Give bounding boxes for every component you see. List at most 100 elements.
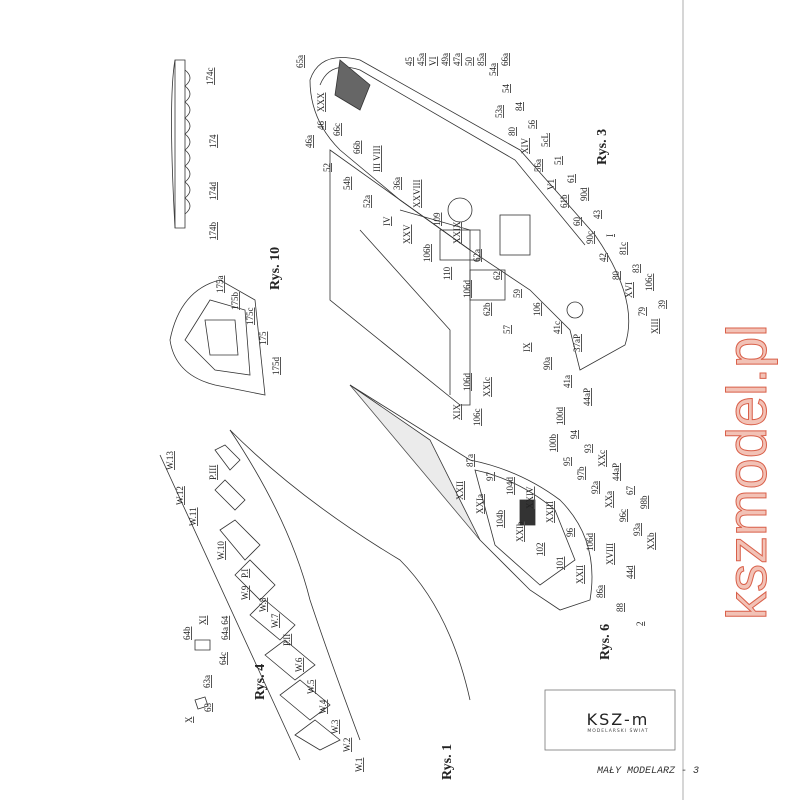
rys4-part-label: 63 bbox=[203, 703, 213, 712]
rys3-part-label: 57 bbox=[502, 325, 512, 334]
ksz-logo: KSZ-m MODELARSKI ŚWIAT bbox=[568, 710, 668, 734]
rys3-part-label: 90d bbox=[578, 187, 589, 202]
rys3-part-label: 52 bbox=[322, 163, 332, 172]
rys4-part-label: 63a bbox=[202, 675, 212, 688]
rys3-part-label: 51 bbox=[552, 156, 563, 165]
rys6-part-label: 104d bbox=[505, 477, 515, 495]
rys3-part-label: XVI bbox=[624, 282, 634, 298]
rys3-part-label: 106c bbox=[643, 273, 654, 292]
page-footer: MAŁY MODELARZ - 3 bbox=[597, 766, 700, 777]
rys6-part-label: XXb bbox=[646, 532, 656, 551]
rys6-bow bbox=[349, 384, 593, 611]
rys6-part-label: 100b bbox=[548, 434, 558, 452]
rys3-part-label: 46 bbox=[316, 121, 326, 130]
rys6-part-label: 92a bbox=[590, 481, 600, 494]
logo-name: KSZ-m bbox=[586, 710, 650, 729]
rys3-part-label: III VIII bbox=[372, 145, 382, 172]
rys3-part-label: 106b bbox=[422, 244, 432, 262]
rys3-part-label: 60 bbox=[572, 217, 582, 226]
rys6-part-label: 106d bbox=[462, 373, 472, 391]
rys10-part-label: 175a bbox=[215, 275, 225, 294]
figure-title-rys4: Rys. 4 bbox=[253, 663, 268, 700]
rys3-part-label: 36a bbox=[392, 177, 402, 190]
rys3-part-label: 106 bbox=[532, 302, 542, 317]
rys3-part-label: 54 bbox=[500, 84, 511, 93]
rys6-part-label: 98b bbox=[639, 495, 649, 510]
rys10-part-label: 175d bbox=[271, 357, 281, 375]
rys3-part-label: 62 bbox=[492, 271, 502, 280]
rys10-part-label: 174d bbox=[208, 182, 218, 200]
rys6-part-label: 106c bbox=[472, 408, 482, 427]
rys3-part-label: 37aP bbox=[572, 334, 582, 352]
rys6-part-label: 102 bbox=[535, 542, 545, 557]
logo-tagline: MODELARSKI ŚWIAT bbox=[587, 729, 649, 734]
rys3-part-label: 59 bbox=[512, 289, 522, 298]
rys3-part-label: 54b bbox=[342, 176, 352, 191]
rys4-part-label: W.10 bbox=[216, 541, 226, 560]
rys3-part-label: 90c bbox=[585, 231, 595, 244]
rys6-part-label: XXIc bbox=[482, 377, 492, 397]
rys4-part-label: W.6 bbox=[294, 657, 304, 672]
rys3-part-label: VI bbox=[428, 56, 438, 67]
rys3-part-label: IV bbox=[382, 216, 392, 227]
rys10-part-label: 175b bbox=[230, 292, 240, 310]
rys3-part-label: 52a bbox=[362, 195, 372, 208]
rys3-part-label: 109 bbox=[432, 212, 442, 227]
rys3-part-label: 41c bbox=[552, 321, 562, 334]
rys6-part-label: XVIII bbox=[605, 543, 615, 565]
rys3-part-label: 44aP bbox=[582, 388, 592, 406]
rys4-part-label: 64b bbox=[182, 626, 192, 641]
rys3-part-label: 84 bbox=[513, 102, 524, 111]
rys3-part-label: 80 bbox=[507, 127, 517, 136]
rys3-part-label: 83 bbox=[630, 264, 641, 273]
watermark: kszmodel.pl bbox=[715, 324, 779, 621]
rys6-part-label: XXa bbox=[604, 491, 614, 508]
rys3-part-label: 5cL bbox=[539, 133, 550, 147]
rys6-part-label: 97 bbox=[485, 472, 495, 481]
rys3-part-label: XIII bbox=[650, 318, 660, 335]
rys3-part-label: 65a bbox=[295, 55, 305, 68]
small-parts bbox=[194, 639, 211, 710]
rys4-part-label: P.I bbox=[240, 568, 250, 578]
rys4-part-label: W.3 bbox=[330, 719, 340, 734]
rys4-part-label: W.13 bbox=[165, 451, 175, 470]
rys3-part-label: 61b bbox=[559, 194, 569, 209]
rys3-part-label: 85a bbox=[476, 53, 486, 66]
figure-title-rys3: Rys. 3 bbox=[595, 128, 610, 165]
rys4-part-label: W.1 bbox=[354, 757, 364, 772]
rys10-part-label: 175 bbox=[258, 331, 268, 346]
rys3-part-label: 54a bbox=[488, 63, 498, 76]
rys6-part-label: 94 bbox=[569, 430, 579, 439]
rys3-part-label: XXIX bbox=[452, 221, 462, 245]
rys3-part-label: 56 bbox=[526, 120, 537, 129]
rys6-part-label: XXII bbox=[575, 565, 585, 584]
rys3-part-label: 43 bbox=[591, 210, 602, 219]
rys3-part-label: 46a bbox=[304, 135, 314, 148]
rys3-part-label: 66b bbox=[352, 140, 362, 155]
rys3-part-label: 62b bbox=[482, 302, 492, 317]
rys3-part-label: IX bbox=[522, 342, 532, 353]
figure-title-rys6: Rys. 6 bbox=[598, 623, 613, 660]
rys3-part-label: 42 bbox=[598, 253, 608, 262]
rys3-part-label: 79 bbox=[637, 307, 647, 316]
rys4-part-label: W.12 bbox=[175, 486, 185, 505]
rys3-part-label: 47a bbox=[452, 53, 462, 66]
rys3-part-label: 50 bbox=[464, 57, 474, 66]
rys3-part-label: V1 bbox=[546, 179, 556, 190]
rys6-part-label: XXIb bbox=[515, 521, 525, 543]
rys6-part-label: 88 bbox=[615, 603, 625, 612]
rys6-part-label: 86a bbox=[595, 585, 605, 598]
rys6-part-label: 93a bbox=[632, 523, 642, 536]
rys3-part-label: 106d bbox=[462, 280, 472, 298]
rys6-part-label: 97b bbox=[576, 466, 586, 481]
rys3-part-label: 45 bbox=[404, 57, 414, 66]
rys3-part-label: 66c bbox=[332, 123, 342, 136]
rys3-part-label: XIV bbox=[520, 138, 530, 154]
rys3-part-label: 90a bbox=[542, 357, 552, 370]
rys3-part-label: 56a bbox=[533, 159, 543, 172]
rys6-part-label: 101 bbox=[555, 556, 565, 571]
rys4-part-label: 64c bbox=[218, 652, 228, 665]
rys6-part-label: 44aP bbox=[611, 463, 621, 481]
rys4-part-label: W.5 bbox=[306, 679, 316, 694]
